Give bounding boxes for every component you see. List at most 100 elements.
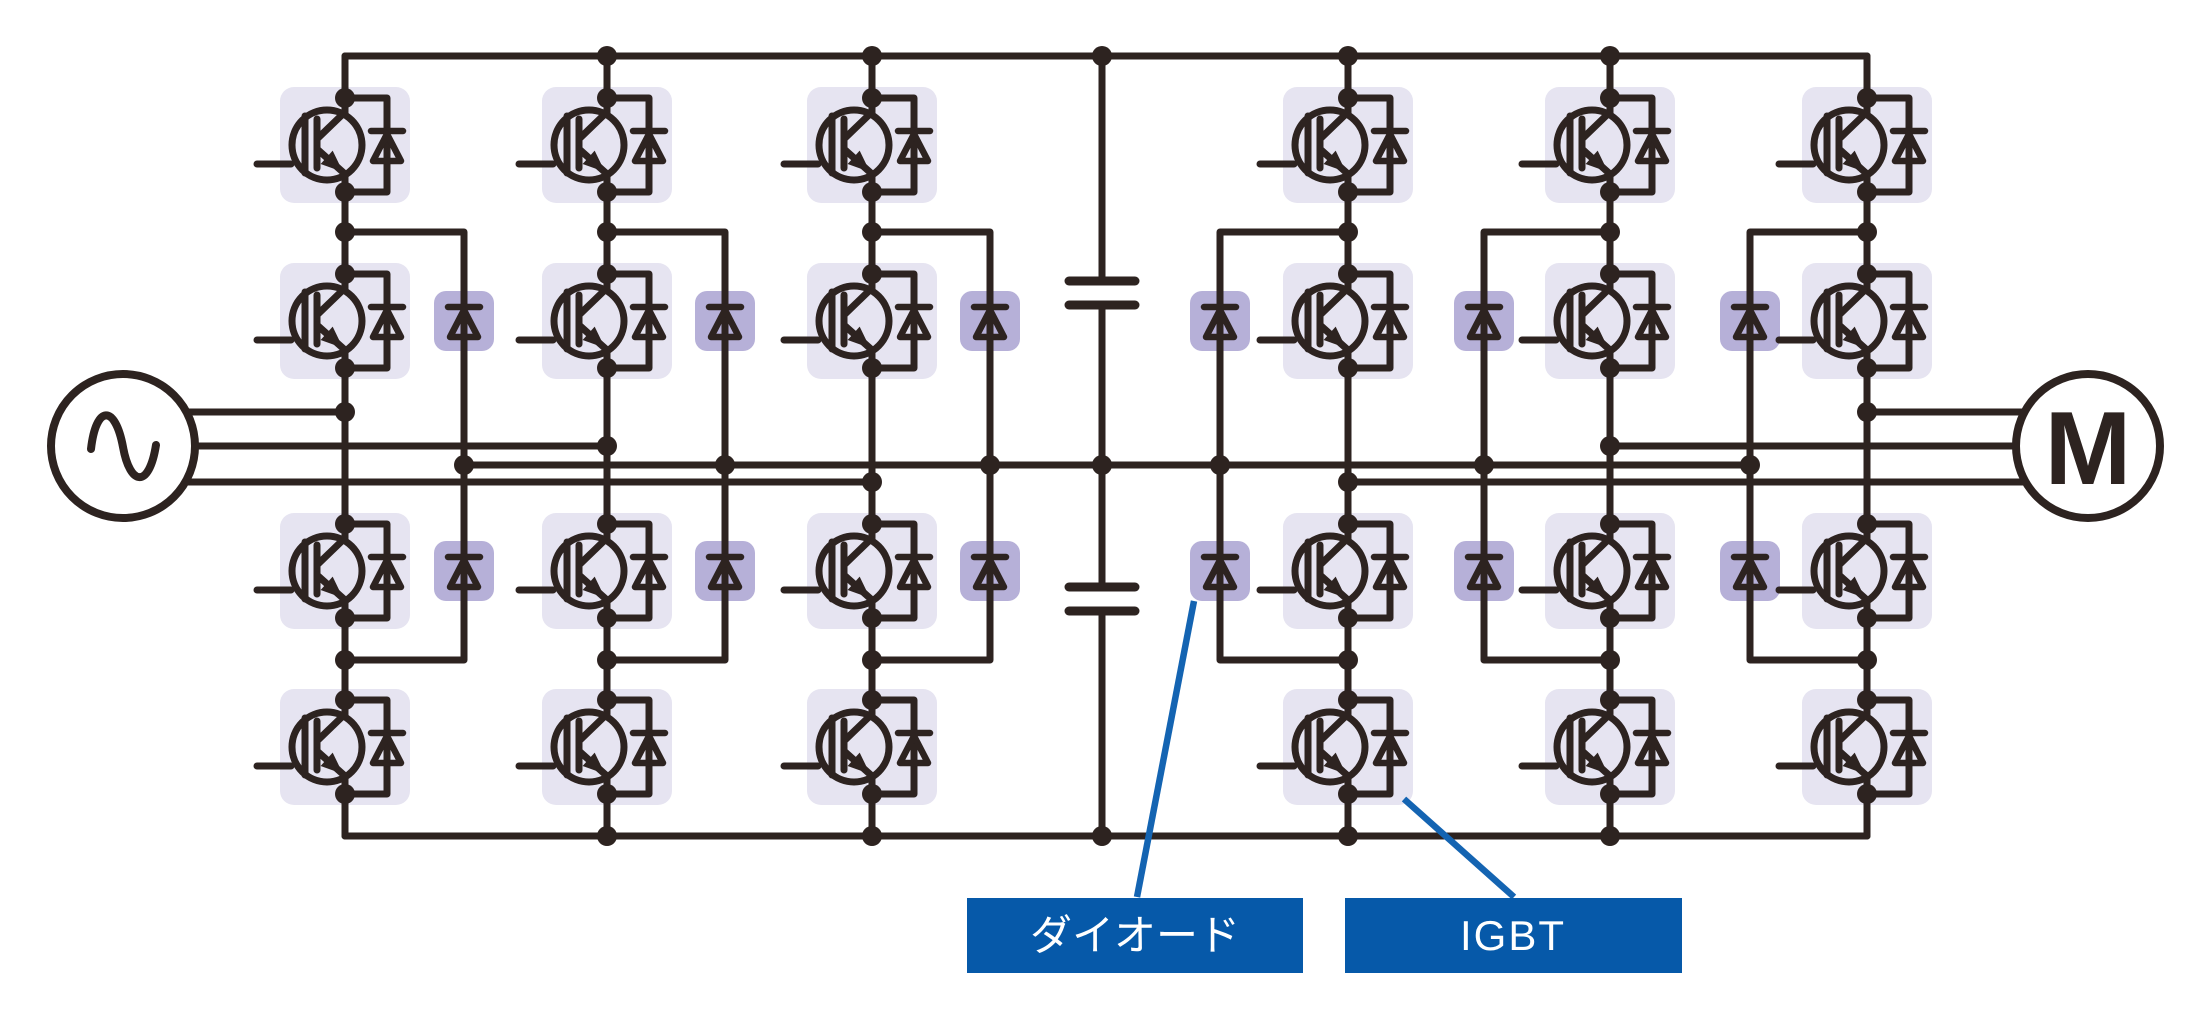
igbt-cell-leg3-row4 (780, 696, 934, 798)
junction-dot (1857, 182, 1877, 202)
igbt-circle (1553, 106, 1631, 184)
igbt-label-text: IGBT (1460, 912, 1566, 959)
junction-dot (335, 264, 355, 284)
igbt-emitter-arrow (1842, 150, 1865, 172)
junction-dot (1338, 650, 1358, 670)
igbt-emitter-arrow (847, 576, 870, 598)
dc-link-capacitors (1064, 276, 1140, 616)
igbt-circle (550, 532, 628, 610)
capacitor-lower (1064, 582, 1140, 616)
igbt-emitter-arrow (582, 150, 605, 172)
junction-dot (1338, 514, 1358, 534)
junction-dot (597, 514, 617, 534)
junction-dots (335, 46, 1877, 846)
diode-triangle (1372, 556, 1408, 591)
diode-triangle (1202, 556, 1238, 591)
igbt-circle (1291, 532, 1369, 610)
wire-clamp-branch-4 (1216, 228, 1352, 664)
junction-dot (1857, 264, 1877, 284)
igbt-cell-leg3-row3 (780, 520, 934, 622)
freewheel-diode-icon (629, 553, 669, 591)
junction-dot (862, 650, 882, 670)
diode-triangle (707, 306, 743, 341)
junction-dot (1600, 182, 1620, 202)
junction-dot (1600, 264, 1620, 284)
junction-dot (1857, 690, 1877, 710)
junction-dot (1210, 455, 1230, 475)
freewheel-diode-wire (1344, 94, 1394, 196)
freewheel-diode-wire (1344, 696, 1394, 798)
diode-triangle (1372, 732, 1408, 767)
igbt-circle (1810, 708, 1888, 786)
junction-dot (862, 88, 882, 108)
diode-triangle (1372, 306, 1408, 341)
diode-triangle (369, 732, 405, 767)
igbt-circle (550, 708, 628, 786)
junction-dot (597, 182, 617, 202)
igbt-emitter-arrow (847, 752, 870, 774)
diode-triangle (1891, 732, 1927, 767)
junction-dot (1338, 222, 1358, 242)
freewheel-diode-wire (603, 520, 653, 622)
junction-dot (1740, 455, 1760, 475)
freewheel-diode-wire (868, 696, 918, 798)
igbt-circle (815, 532, 893, 610)
igbt-circle (815, 282, 893, 360)
junction-dot (1338, 784, 1358, 804)
clamp-diode-icon-leg5-lower (1464, 553, 1504, 591)
igbt-circle (288, 106, 366, 184)
igbt-cell-leg6-row4 (1775, 696, 1929, 798)
junction-dot (335, 88, 355, 108)
wire-clamp-branch-5 (1480, 228, 1614, 664)
diode-triangle (369, 556, 405, 591)
igbt-cell-leg5-row4 (1518, 696, 1672, 798)
wire-clamp-branch-3 (868, 228, 994, 664)
freewheel-diode-icon (1889, 303, 1929, 341)
clamp-diode-icon-leg1-upper (444, 303, 484, 341)
freewheel-diode-wire (868, 270, 918, 372)
freewheel-diode-icon (367, 553, 407, 591)
junction-dot (335, 784, 355, 804)
junction-dot (1857, 358, 1877, 378)
junction-dot (715, 455, 735, 475)
freewheel-diode-icon (1370, 303, 1410, 341)
callout-line-igbt (1401, 796, 1517, 900)
freewheel-diode-icon (1632, 127, 1672, 165)
callout-line-diode (1133, 600, 1198, 898)
igbt-emitter-arrow (582, 576, 605, 598)
igbt-cell-leg4-row3 (1256, 520, 1410, 622)
freewheel-diode-wire (1606, 270, 1656, 372)
junction-dot (597, 650, 617, 670)
igbt-emitter-arrow (847, 326, 870, 348)
callout-labels: ダイオード IGBT (967, 600, 1682, 973)
junction-dot (862, 690, 882, 710)
junction-dot (597, 826, 617, 846)
igbt-cell-leg6-row1 (1775, 94, 1929, 196)
clamp-diode-icon-leg4-upper (1200, 303, 1240, 341)
junction-dot (335, 608, 355, 628)
diode-triangle (369, 306, 405, 341)
igbt-circle (550, 282, 628, 360)
igbt-emitter-arrow (1585, 752, 1608, 774)
ac-source (47, 370, 199, 522)
igbt-cell-leg1-row2 (253, 270, 407, 372)
diode-triangle (631, 130, 667, 165)
junction-dot (1338, 690, 1358, 710)
freewheel-diode-wire (603, 94, 653, 196)
diode-label-text: ダイオード (1030, 912, 1240, 959)
igbt-circle (1810, 106, 1888, 184)
igbt-emitter-arrow (1323, 150, 1346, 172)
junction-dot (1600, 608, 1620, 628)
junction-dot (335, 182, 355, 202)
igbt-emitter-arrow (1842, 576, 1865, 598)
diode-triangle (1891, 130, 1927, 165)
junction-dot (862, 514, 882, 534)
junction-dot (597, 358, 617, 378)
junction-dot (335, 650, 355, 670)
diode-triangle (631, 556, 667, 591)
igbt-emitter-arrow (1323, 326, 1346, 348)
junction-dot (597, 264, 617, 284)
junction-dot (1857, 514, 1877, 534)
junction-dot (1338, 46, 1358, 66)
